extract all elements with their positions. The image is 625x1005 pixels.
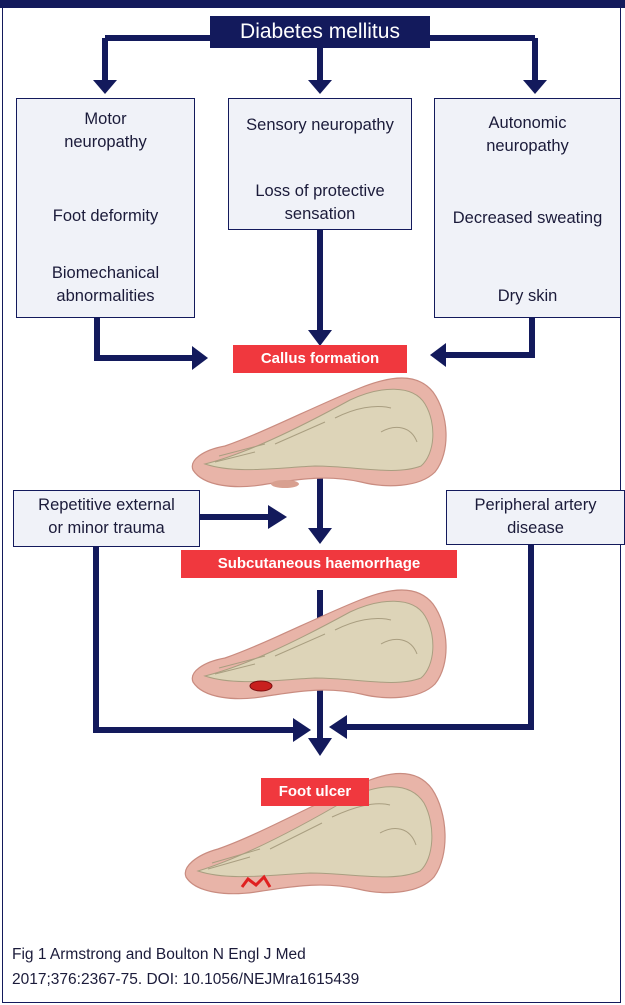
autonomic-step-decreased-sweating: Decreased sweating [434,207,621,230]
figure-caption-line1: Fig 1 Armstrong and Boulton N Engl J Med [12,942,306,967]
trauma-line2: or minor trauma [13,517,200,540]
stage-subcutaneous-haemorrhage: Subcutaneous haemorrhage [181,550,457,578]
connector-autonomic-to-callus [444,318,532,355]
stage-callus-formation: Callus formation [233,345,407,373]
arrowhead-ulcer-centre [308,738,332,756]
figure-caption-line2: 2017;376:2367-75. DOI: 10.1056/NEJMra161… [12,967,359,992]
pad-line2: disease [446,517,625,540]
motor-heading-line2: neuropathy [16,131,195,154]
sensory-step-line1: Loss of protective [228,180,412,203]
arrowhead-sensory [308,80,332,94]
motor-step-biomech-line2: abnormalities [16,285,195,308]
arrowhead-ulcer-right [329,715,347,739]
arrowhead-trauma [268,505,287,529]
autonomic-heading-line2: neuropathy [434,135,621,158]
autonomic-heading-line1: Autonomic [434,112,621,135]
foot-illustration-haemorrhage [185,578,460,708]
motor-heading-line1: Motor [16,108,195,131]
arrowhead-haemorrhage [308,528,332,544]
autonomic-step-dry-skin: Dry skin [434,285,621,308]
arrowhead-callus-centre [308,330,332,346]
foot-illustration-callus [185,362,460,497]
pad-line1: Peripheral artery [446,494,625,517]
motor-step-biomech-line1: Biomechanical [16,262,195,285]
arrowhead-autonomic [523,80,547,94]
connector-motor-to-callus [97,318,194,358]
stage-foot-ulcer: Foot ulcer [261,778,369,806]
motor-step-foot-deformity: Foot deformity [16,205,195,228]
sensory-step-line2: sensation [228,203,412,226]
trauma-line1: Repetitive external [13,494,200,517]
title-diabetes-mellitus: Diabetes mellitus [210,16,430,48]
sensory-heading: Sensory neuropathy [228,114,412,137]
arrowhead-motor [93,80,117,94]
